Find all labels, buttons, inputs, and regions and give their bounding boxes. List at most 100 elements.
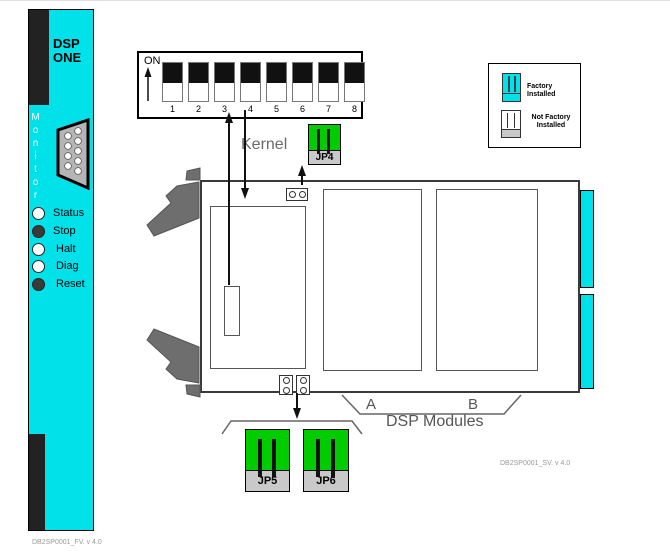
reset-led-icon — [32, 278, 45, 291]
jp4-body — [309, 125, 340, 151]
jumper-jp5: JP5 — [245, 429, 290, 492]
dip-actuator — [215, 63, 234, 83]
dip-switch-numbers: 1 2 3 4 5 6 7 8 — [162, 104, 365, 114]
dip-on-label: ON — [144, 55, 161, 67]
panel-top-tab — [29, 10, 49, 105]
db9-monitor-port-icon — [56, 118, 90, 190]
dip-num-6: 6 — [299, 104, 305, 114]
dip-num-4: 4 — [247, 104, 253, 114]
jp6-label: JP6 — [304, 471, 348, 491]
monitor-port-label: Monitor — [30, 112, 41, 203]
dip-actuator — [241, 63, 260, 83]
dip-num-2: 2 — [195, 104, 201, 114]
dip-switch-1 — [162, 62, 183, 102]
dip-actuator — [319, 63, 338, 83]
panel-bottom-tab — [29, 434, 45, 530]
legend-pin-icon — [508, 76, 510, 92]
ejector-notch-top-icon — [185, 167, 201, 181]
jp5-body — [246, 430, 289, 471]
reset-led-label: Reset — [56, 278, 85, 290]
dip-num-3: 3 — [221, 104, 227, 114]
status-led-label: Status — [53, 207, 85, 219]
arrowhead-up-icon — [298, 165, 306, 176]
dip-actuator — [163, 63, 182, 83]
status-led-icon — [32, 207, 45, 220]
pin-hole — [299, 376, 307, 384]
pin-hole — [298, 191, 306, 198]
jp4-label: JP4 — [309, 151, 340, 164]
dip-switch-row — [162, 62, 365, 102]
dip-num-5: 5 — [273, 104, 279, 114]
legend-band — [503, 93, 520, 101]
jumper-jp4: JP4 — [308, 124, 341, 165]
dip-actuator — [293, 63, 312, 83]
jp6-pin-icon — [331, 439, 335, 477]
arrowhead-down-icon — [293, 408, 301, 419]
jp6-body — [304, 430, 348, 471]
factory-installed-icon — [502, 73, 521, 102]
panel-title: DSP ONE — [53, 36, 82, 65]
board-part-code: DB2SP0001_SV. v 4.0 — [500, 460, 571, 467]
dip-switch-6 — [292, 62, 313, 102]
jp5-header-location — [279, 375, 293, 395]
bus-edge-connector-bottom — [580, 294, 594, 389]
legend-pin-icon — [514, 76, 516, 92]
jp5-pin-icon — [258, 439, 262, 477]
ejector-handle-top-icon — [146, 181, 200, 237]
pin-hole — [282, 376, 290, 384]
dip-num-7: 7 — [325, 104, 331, 114]
jumper-jp6: JP6 — [303, 429, 349, 492]
legend-pin-icon — [507, 113, 508, 128]
dip-num-1: 1 — [169, 104, 175, 114]
bus-edge-connector-top — [580, 190, 594, 288]
db9-shell — [56, 118, 90, 190]
jp6-header-location — [296, 375, 310, 395]
legend-box: Factory Installed Not Factory Installed — [488, 63, 581, 148]
dip-switch-block: ON 1 2 3 4 5 6 7 8 — [137, 51, 365, 119]
dip-switch-8 — [344, 62, 365, 102]
pin-hole — [282, 386, 290, 394]
dip-switch-5 — [266, 62, 287, 102]
pin-hole — [299, 386, 307, 394]
jp6-pin-icon — [316, 439, 320, 477]
ejector-notch-bottom-icon — [185, 384, 201, 398]
dip-actuator — [345, 63, 364, 83]
dip-switch-4 — [240, 62, 261, 102]
card-ejector-handles — [146, 167, 201, 398]
stop-led-icon — [32, 225, 45, 238]
module-b-label: B — [468, 396, 479, 413]
not-factory-installed-label: Not Factory Installed — [531, 114, 571, 129]
legend-pin-icon — [514, 113, 515, 128]
module-a-label: A — [366, 396, 377, 413]
dsp-module-b-socket — [436, 189, 538, 371]
dip-actuator — [267, 63, 286, 83]
dip-switch-3 — [214, 62, 235, 102]
halt-led-label: Halt — [56, 243, 76, 255]
not-factory-installed-icon — [501, 110, 521, 138]
dsp-board-outline — [200, 180, 580, 395]
jp5-pin-icon — [272, 439, 276, 477]
stop-led-label: Stop — [53, 225, 76, 237]
dsp-modules-label: DSP Modules — [386, 413, 484, 430]
jp4-pin-icon — [317, 129, 320, 154]
halt-led-icon — [32, 243, 45, 256]
dip-switch-7 — [318, 62, 339, 102]
dip-num-8: 8 — [351, 104, 357, 114]
diag-led-label: Diag — [56, 260, 79, 272]
dip-switch-location — [224, 286, 240, 336]
ejector-handle-bottom-icon — [146, 328, 200, 384]
dip-switch-2 — [188, 62, 209, 102]
jp4-header-location — [286, 188, 308, 201]
front-panel: DSP ONE Monitor Status Stop Halt — [28, 9, 94, 531]
factory-installed-label: Factory Installed — [527, 83, 556, 98]
diag-led-icon — [32, 260, 45, 273]
jp4-pin-icon — [327, 129, 330, 154]
dip-actuator — [189, 63, 208, 83]
db9-pins — [64, 127, 82, 175]
jp5-label: JP5 — [246, 471, 289, 491]
pin-hole — [288, 191, 296, 198]
legend-band — [502, 129, 520, 137]
dsp-module-a-socket — [323, 189, 422, 371]
panel-part-code: DB2SP0001_FV. v 4.0 — [32, 539, 102, 546]
